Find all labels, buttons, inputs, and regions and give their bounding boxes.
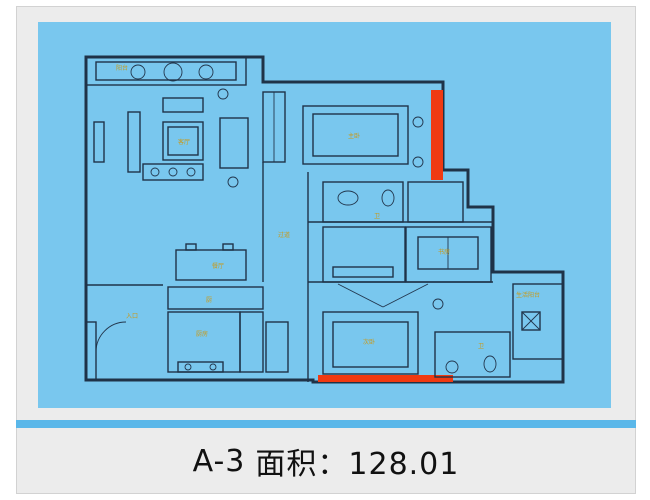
plan-caption: A-3 面积：128.01 (16, 428, 636, 494)
entry-label: 入口 (126, 313, 138, 320)
floor-plan-drawing: 客厅 阳台 主卧 卫 过道 书房 餐厅 厨 (84, 55, 565, 384)
balcony-chair (198, 64, 214, 80)
coffee-table (162, 121, 204, 161)
floor-plan-panel: 客厅 阳台 主卧 卫 过道 书房 餐厅 厨 (38, 22, 611, 408)
stool (168, 167, 178, 177)
kitchen-counter-label: 厨 (206, 297, 212, 304)
storage-room (407, 181, 464, 223)
sofa (219, 117, 249, 169)
toilet (381, 189, 395, 207)
stove (177, 361, 224, 373)
master-bed (302, 105, 409, 165)
master-bedroom-label: 主卧 (348, 132, 360, 140)
bed-cross-line (337, 283, 384, 308)
caption-divider (16, 420, 636, 428)
bedside-lamp (412, 156, 424, 168)
living-label: 客厅 (178, 138, 190, 146)
bed-cross-line (382, 283, 429, 308)
kitchen-counter (167, 286, 264, 310)
service-balcony (512, 283, 564, 360)
fixture-symbol (217, 88, 229, 100)
dining-chair (222, 243, 234, 251)
service-balcony-label: 生活阳台 (516, 291, 540, 299)
second-bed (322, 311, 419, 375)
corridor-label: 过道 (278, 231, 290, 239)
bedside-lamp (432, 298, 444, 310)
entry-door-swing (95, 321, 127, 353)
kitchen-label: 厨房 (196, 330, 208, 338)
feature-wall-accent-bottom (318, 375, 453, 382)
study-label: 书房 (438, 248, 450, 256)
bath-1 (322, 181, 404, 223)
bath-2 (434, 331, 511, 378)
feature-wall-accent (431, 90, 443, 180)
area-label: 面积：128.01 (255, 447, 460, 482)
window (93, 121, 105, 163)
unit-type: A-3 (192, 443, 246, 479)
kitchen (167, 311, 241, 373)
kitchen-cabinet (239, 311, 264, 373)
washbasin (337, 190, 359, 206)
washer-cross (521, 311, 541, 331)
second-bedroom-label: 次卧 (363, 338, 375, 346)
burner (184, 363, 192, 371)
entry-door (85, 321, 97, 381)
stool (150, 167, 160, 177)
dining-label: 餐厅 (212, 262, 224, 270)
toilet (483, 355, 497, 373)
stool (186, 167, 196, 177)
bedside-lamp (412, 116, 424, 128)
tv-cabinet (127, 111, 141, 173)
washbasin (445, 360, 459, 374)
coffee-table-top (167, 126, 199, 156)
washing-machine (521, 311, 541, 331)
dining-table (175, 249, 247, 281)
study-desk (332, 266, 394, 278)
balcony-rail (95, 61, 237, 81)
fixture-symbol (227, 176, 239, 188)
balcony-chair (130, 64, 146, 80)
shoe-cabinet (265, 321, 289, 373)
balcony-label: 阳台 (116, 64, 128, 72)
balcony-outline (85, 56, 247, 86)
second-bed-mattress (332, 321, 409, 368)
bath-1-label: 卫 (374, 213, 380, 220)
burner (209, 363, 217, 371)
dining-bench (142, 163, 204, 181)
bath-2-label: 卫 (478, 343, 484, 350)
armchair (162, 97, 204, 113)
dining-chair (185, 243, 197, 251)
exterior-wall (84, 55, 565, 384)
master-bed-mattress (312, 113, 399, 157)
balcony-table (163, 62, 183, 82)
